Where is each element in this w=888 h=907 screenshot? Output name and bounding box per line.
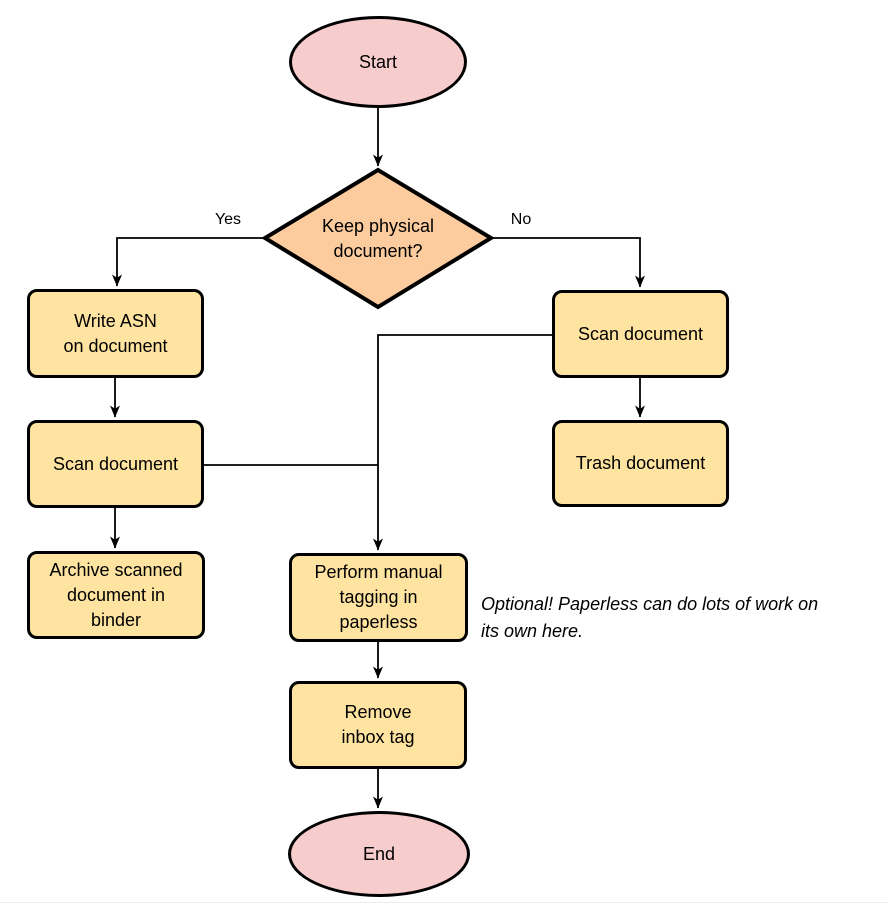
edge-decision-no-to-scan-right	[490, 237, 645, 288]
page-bottom-divider	[0, 902, 888, 903]
decision-diamond-shape	[261, 167, 495, 310]
edge-decision-yes-to-write-asn	[112, 237, 266, 287]
node-trash-document: Trash document	[552, 420, 729, 507]
node-scan-document-left: Scan document	[27, 420, 204, 508]
node-manual-tagging: Perform manual tagging in paperless	[289, 553, 468, 642]
node-remove-inbox-tag: Remove inbox tag	[289, 681, 467, 769]
node-end: End	[288, 811, 470, 897]
node-start: Start	[289, 16, 467, 108]
node-write-asn: Write ASN on document	[27, 289, 204, 378]
node-decision-label: Keep physical document?	[321, 216, 435, 261]
edge-label-no: No	[510, 211, 532, 228]
edge-label-yes: Yes	[214, 211, 242, 228]
edge-scan-right-to-tagging	[373, 334, 552, 551]
node-scan-document-right: Scan document	[552, 290, 729, 378]
optional-note-text: Optional! Paperless can do lots of work …	[481, 594, 819, 641]
node-archive-in-binder: Archive scanned document in binder	[27, 551, 205, 639]
